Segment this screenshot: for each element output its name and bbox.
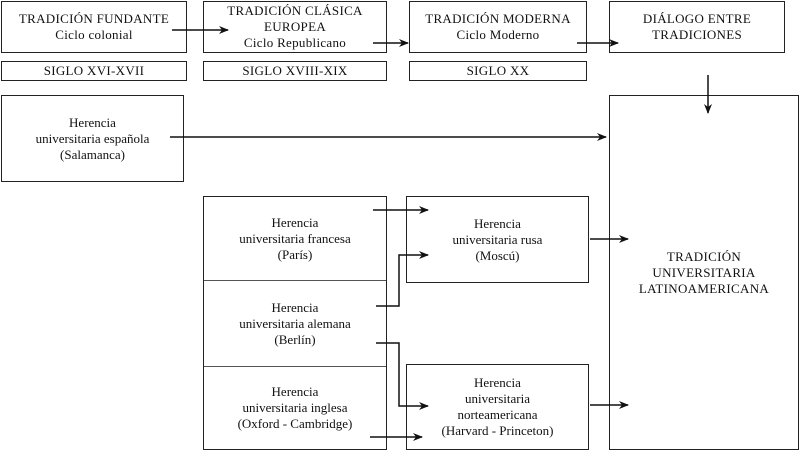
era-title: TRADICIÓN MODERNA: [425, 11, 571, 26]
heritage-line: universitaria alemana: [239, 315, 351, 331]
heritage-inglesa: Herencia universitaria inglesa (Oxford -…: [204, 367, 386, 449]
arrow: [376, 251, 429, 307]
century-label: SIGLO XVI-XVII: [43, 63, 145, 78]
heritage-line: (Salamanca): [60, 146, 125, 162]
heritage-line: universitaria inglesa: [242, 400, 348, 415]
heritage-line: norteamericana: [457, 407, 538, 422]
century-box: SIGLO XX: [409, 61, 587, 81]
era-box-clasica: TRADICIÓN CLÁSICA EUROPEA Ciclo Republic…: [203, 1, 387, 53]
era-title: TRADICIÓN CLÁSICA: [227, 3, 363, 18]
heritage-line: (París): [277, 246, 313, 262]
era-subtitle: Ciclo colonial: [55, 27, 133, 42]
heritage-line: universitaria francesa: [239, 230, 351, 246]
heritage-norteamericana: Herencia universitaria norteamericana (H…: [406, 364, 589, 450]
heritage-line: (Oxford - Cambridge): [237, 416, 353, 431]
heritage-line: Herencia: [271, 214, 319, 230]
era-box-fundante: TRADICIÓN FUNDANTE Ciclo colonial: [1, 1, 187, 53]
heritage-line: universitaria española: [35, 130, 150, 146]
heritage-espanola: Herencia universitaria española (Salaman…: [1, 95, 184, 182]
era-title-2: EUROPEA: [263, 19, 327, 34]
heritage-line: Herencia: [69, 114, 116, 130]
heritage-stack: Herencia universitaria francesa (París) …: [203, 196, 387, 450]
result-box: TRADICIÓN UNIVERSITARIA LATINOAMERICANA: [609, 95, 799, 450]
heritage-rusa: Herencia universitaria rusa (Moscú): [406, 196, 589, 283]
result-line: LATINOAMERICANA: [638, 280, 770, 296]
heritage-line: (Harvard - Princeton): [441, 423, 554, 438]
heritage-line: Herencia: [271, 299, 319, 315]
era-title-2: TRADICIONES: [652, 27, 742, 42]
heritage-line: (Berlín): [274, 331, 316, 347]
century-box: SIGLO XVIII-XIX: [203, 61, 387, 81]
arrow: [376, 342, 429, 410]
heritage-line: Herencia: [474, 215, 521, 231]
era-title: TRADICIÓN FUNDANTE: [18, 11, 170, 26]
heritage-line: universitaria rusa: [452, 231, 543, 247]
era-subtitle: Ciclo Moderno: [456, 27, 540, 42]
result-line: TRADICIÓN: [666, 248, 742, 264]
era-box-dialogo: DIÁLOGO ENTRE TRADICIONES: [609, 1, 785, 53]
heritage-line: Herencia: [474, 375, 521, 390]
heritage-alemana: Herencia universitaria alemana (Berlín): [204, 281, 386, 367]
result-line: UNIVERSITARIA: [652, 264, 756, 280]
era-title: DIÁLOGO ENTRE: [642, 11, 752, 26]
heritage-line: Herencia: [271, 384, 319, 399]
century-box: SIGLO XVI-XVII: [1, 61, 187, 81]
heritage-line: (Moscú): [475, 247, 520, 263]
heritage-francesa: Herencia universitaria francesa (París): [204, 197, 386, 281]
era-box-moderna: TRADICIÓN MODERNA Ciclo Moderno: [409, 1, 587, 53]
century-label: SIGLO XVIII-XIX: [242, 63, 348, 78]
century-label: SIGLO XX: [466, 63, 530, 78]
heritage-line: universitaria: [465, 391, 530, 406]
era-subtitle: Ciclo Republicano: [243, 35, 347, 50]
